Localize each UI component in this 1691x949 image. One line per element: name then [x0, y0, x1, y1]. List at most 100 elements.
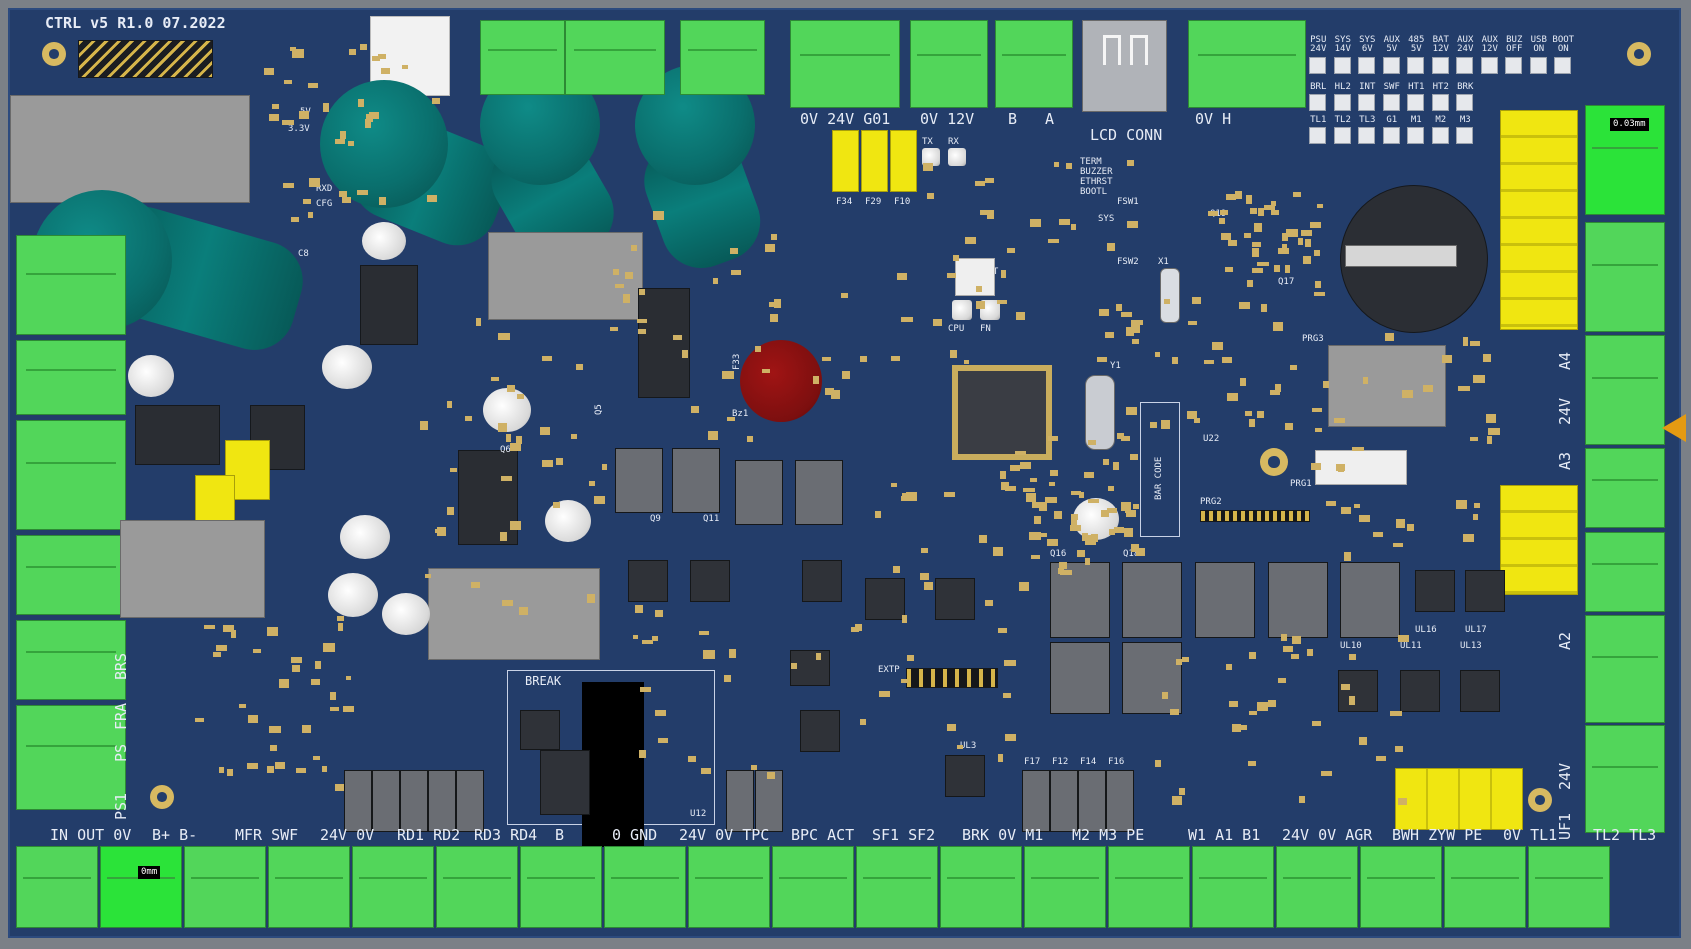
terminal-bottom-11[interactable]	[940, 846, 1022, 928]
bottom-label-16: 0V TL1	[1503, 826, 1558, 844]
status-led-value-3: 5V	[1386, 44, 1398, 54]
usb-connector[interactable]	[1082, 20, 1167, 112]
smd-pad-2-7	[841, 293, 848, 298]
status-led2-6	[1453, 94, 1478, 112]
smd-pad-11-31	[1015, 451, 1026, 455]
power-module-block	[10, 95, 250, 203]
smd-pad-4-6	[1257, 411, 1264, 418]
fuse-stack-right-top[interactable]	[1500, 110, 1578, 330]
smd-pad-8-1	[639, 750, 646, 758]
ref-f29: F29	[865, 197, 882, 207]
smd-pad-3-7	[976, 286, 982, 292]
smd-pad-9-32	[1249, 711, 1257, 715]
terminal-left-2[interactable]	[16, 340, 126, 415]
ref-rx: RX	[948, 137, 959, 147]
terminal-bottom-10[interactable]	[856, 846, 938, 928]
terminal-bottom-17[interactable]	[1444, 846, 1526, 928]
status-led-value-10: ON	[1557, 44, 1569, 54]
terminal-top-1[interactable]	[480, 20, 565, 95]
terminal-bottom-14[interactable]	[1192, 846, 1274, 928]
terminal-bottom-1[interactable]	[100, 846, 182, 928]
status-led3-label-3: G1	[1386, 115, 1398, 125]
pcb-board[interactable]: CTRL v5 R1.0 07.2022 5V 3.3V RXD CFG C8 …	[8, 8, 1681, 938]
barcode-label: BAR CODE	[1154, 456, 1164, 500]
fuse-f34[interactable]	[832, 130, 859, 192]
terminal-left-4[interactable]	[16, 535, 126, 615]
bottom-fuse-label-0: F17	[1024, 757, 1041, 767]
terminal-bottom-5[interactable]	[436, 846, 518, 928]
smd-pad-3-18	[1127, 221, 1138, 228]
prg2-header[interactable]	[1200, 510, 1310, 522]
smd-pad-6-15	[1373, 532, 1383, 537]
terminal-left-1[interactable]	[16, 235, 126, 335]
terminal-bottom-16[interactable]	[1360, 846, 1442, 928]
fuse-stack-bottom-right[interactable]	[1395, 768, 1523, 830]
break-power-module	[582, 682, 644, 847]
fuse-stack-right-mid[interactable]	[1500, 485, 1578, 595]
reset-button[interactable]	[955, 258, 995, 296]
fuse-f29[interactable]	[861, 130, 888, 192]
smd-pad-4-0	[1116, 304, 1122, 311]
terminal-left-6[interactable]	[16, 705, 126, 810]
terminal-top-3[interactable]	[680, 20, 765, 95]
fn-led	[980, 300, 1000, 320]
smd-pad-10-26	[270, 745, 277, 751]
ref-buzzer: BUZZER	[1080, 167, 1113, 177]
smd-pad-9-3	[1349, 654, 1356, 660]
smd-pad-0-31	[272, 104, 279, 109]
status-led2-label-4: HT1	[1408, 82, 1425, 92]
terminal-bottom-6[interactable]	[520, 846, 602, 928]
terminal-0v-h[interactable]	[1188, 20, 1306, 108]
status-led3-4	[1404, 127, 1429, 145]
terminal-bottom-3[interactable]	[268, 846, 350, 928]
ic-ul13	[1460, 670, 1500, 712]
terminal-0v-12v[interactable]	[910, 20, 988, 108]
terminal-bottom-7[interactable]	[604, 846, 686, 928]
status-led3-led-5	[1431, 127, 1449, 144]
lcd-conn-label: LCD CONN	[1090, 126, 1163, 144]
status-led3-1	[1331, 127, 1356, 145]
terminal-0v-24v-g01[interactable]	[790, 20, 900, 108]
smd-pad-1-20	[576, 364, 583, 370]
terminal-right-3[interactable]	[1585, 335, 1665, 445]
terminal-bottom-15[interactable]	[1276, 846, 1358, 928]
usb-port-opening-right	[1130, 35, 1148, 65]
smd-pad-8-17	[699, 631, 709, 635]
ext-pin-header[interactable]	[78, 40, 213, 78]
smd-pad-9-27	[1292, 636, 1301, 644]
ref-bootl: BOOTL	[1080, 187, 1108, 197]
terminal-bottom-2[interactable]	[184, 846, 266, 928]
smd-pad-10-16	[216, 645, 227, 651]
terminal-left-3[interactable]	[16, 420, 126, 530]
smd-pad-5-5	[1254, 223, 1262, 232]
bottom-label-4: RD1 RD2	[397, 826, 461, 844]
smd-pad-11-28	[1070, 525, 1081, 531]
smd-pad-0-22	[308, 212, 313, 218]
smd-pad-2-21	[613, 269, 619, 275]
terminal-bottom-8[interactable]	[688, 846, 770, 928]
terminal-top-2[interactable]	[565, 20, 665, 95]
smd-pad-7-16	[1077, 550, 1085, 557]
relay-block-5	[1340, 562, 1400, 638]
terminal-bottom-13[interactable]	[1108, 846, 1190, 928]
terminal-bottom-12[interactable]	[1024, 846, 1106, 928]
terminal-b-a[interactable]	[995, 20, 1073, 108]
status-led-4	[1404, 57, 1429, 75]
terminal-right-7[interactable]	[1585, 725, 1665, 833]
smd-pad-7-19	[1026, 493, 1036, 502]
terminal-bottom-4[interactable]	[352, 846, 434, 928]
fuse-f10[interactable]	[890, 130, 917, 192]
smd-pad-4-3	[1239, 302, 1250, 309]
terminal-bottom-9[interactable]	[772, 846, 854, 928]
terminal-right-4[interactable]	[1585, 448, 1665, 528]
terminal-right-6[interactable]	[1585, 615, 1665, 723]
terminal-right-2[interactable]	[1585, 222, 1665, 332]
terminal-left-5[interactable]	[16, 620, 126, 700]
smd-pad-3-20	[1016, 312, 1025, 320]
terminal-bottom-18[interactable]	[1528, 846, 1610, 928]
extp-header[interactable]	[906, 668, 998, 688]
ref-fsw2: FSW2	[1117, 257, 1139, 267]
prg1-header[interactable]	[1315, 450, 1407, 485]
terminal-right-5[interactable]	[1585, 532, 1665, 612]
terminal-bottom-0[interactable]	[16, 846, 98, 928]
